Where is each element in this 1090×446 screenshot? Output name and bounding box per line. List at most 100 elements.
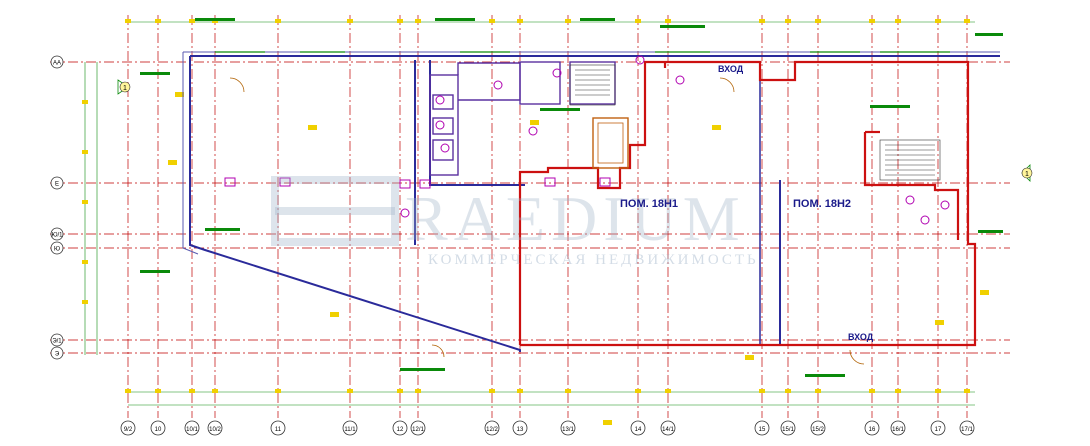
annotation-text-block: [400, 368, 445, 371]
dimension-tick: [935, 19, 941, 23]
dimension-tick: [635, 389, 641, 393]
row-axis-bubble: Ю/1: [50, 227, 64, 241]
column-axis-label: 12: [397, 427, 404, 433]
row-axis-bubble: АА: [50, 55, 64, 69]
service-rooms: [429, 61, 629, 176]
equipment-symbol: [940, 200, 950, 210]
column-axis-bubble: 12/2: [484, 420, 500, 436]
equipment-symbol: [493, 80, 503, 90]
dimension-tick: [189, 19, 195, 23]
row-axis-label: Ю/1: [51, 233, 63, 239]
column-axis-bubble: 11: [270, 420, 286, 436]
room-label-18h2: ПОМ. 18Н2: [793, 198, 851, 210]
dimension-tick: [895, 19, 901, 23]
equipment-symbol: [435, 95, 445, 105]
dimension-tick: [82, 100, 88, 104]
entrance-label-top: ВХОД: [718, 64, 744, 74]
dimension-tick: [869, 19, 875, 23]
column-axis-label: 10/1: [186, 427, 198, 433]
watermark-sub-text: КОММЕРЧЕСКАЯ НЕДВИЖИМОСТЬ: [428, 252, 759, 268]
room-tag: [712, 125, 721, 130]
dimension-tick: [212, 389, 218, 393]
column-axis-bubble: 12/1: [410, 420, 426, 436]
row-axis-bubble: Э/1: [50, 333, 64, 347]
equipment-symbol: [400, 208, 410, 218]
dimension-tick: [785, 19, 791, 23]
column-axis-bubble: 12: [392, 420, 408, 436]
annotation-text-block: [140, 72, 170, 75]
dimension-tick: [275, 19, 281, 23]
equipment-symbol: [635, 55, 645, 65]
dimension-tick: [415, 389, 421, 393]
dimension-tick: [415, 19, 421, 23]
column-symbol: [279, 177, 291, 187]
dimension-tick: [397, 389, 403, 393]
column-symbol: [224, 177, 236, 187]
dimension-tick: [155, 389, 161, 393]
row-axis-label: АА: [53, 61, 61, 67]
column-axis-bubble: 17: [930, 420, 946, 436]
column-axis-label: 10/2: [209, 427, 221, 433]
column-axis-label: 17/1: [961, 427, 973, 433]
column-axis-label: 15/2: [812, 427, 824, 433]
column-axis-bubble: 11/1: [342, 420, 358, 436]
dimension-tick: [759, 19, 765, 23]
section-marker-right-text: 1: [1025, 171, 1029, 178]
room-tag: [745, 355, 754, 360]
dimension-tick: [347, 389, 353, 393]
annotation-text-block: [805, 374, 845, 377]
dimension-tick: [275, 389, 281, 393]
annotation-text-block: [978, 230, 1003, 233]
row-axis-bubble: Ю: [50, 241, 64, 255]
annotation-text-block: [660, 25, 705, 28]
dimension-tick: [935, 389, 941, 393]
column-symbol: [419, 179, 431, 189]
section-marker-left-text: 1: [123, 85, 127, 92]
column-axis-bubble: 17/1: [959, 420, 975, 436]
annotation-text-block: [580, 18, 615, 21]
column-axis-label: 15: [759, 427, 766, 433]
equipment-symbol: [905, 195, 915, 205]
column-axis-label: 14: [635, 427, 642, 433]
dimension-tick: [189, 389, 195, 393]
dimension-tick: [785, 389, 791, 393]
column-axis-bubble: 10/1: [184, 420, 200, 436]
dimension-tick: [489, 19, 495, 23]
column-axis-label: 13: [517, 427, 524, 433]
column-axis-label: 15/1: [782, 427, 794, 433]
column-axis-bubble: 16/1: [890, 420, 906, 436]
stairs: [569, 64, 941, 181]
room-tag: [330, 312, 339, 317]
column-axis-label: 12/2: [486, 427, 498, 433]
dimension-tick: [125, 389, 131, 393]
column-axis-bubble: 14: [630, 420, 646, 436]
row-axis-bubble: Е: [50, 176, 64, 190]
room-tag: [168, 160, 177, 165]
column-axis-bubble: 13/1: [560, 420, 576, 436]
column-symbol: [599, 177, 611, 187]
column-axis-bubble: 15: [754, 420, 770, 436]
dimension-tick: [82, 260, 88, 264]
dimension-tick: [759, 389, 765, 393]
column-symbol: [544, 177, 556, 187]
annotation-text-block: [975, 33, 1003, 36]
dimension-tick: [82, 150, 88, 154]
dimension-tick: [82, 300, 88, 304]
room-tag: [308, 125, 317, 130]
equipment-symbol: [435, 120, 445, 130]
dimension-tick: [565, 19, 571, 23]
dimension-tick: [815, 389, 821, 393]
section-marker-right: 1: [1021, 164, 1033, 182]
dimension-tick: [665, 389, 671, 393]
annotation-text-block: [870, 105, 910, 108]
column-axis-label: 13/1: [562, 427, 574, 433]
column-symbol: [399, 179, 411, 189]
dimension-tick: [517, 389, 523, 393]
equipment-symbol: [440, 143, 450, 153]
row-axis-bubble: Э: [50, 346, 64, 360]
column-axis-bubble: 15/2: [810, 420, 826, 436]
dimension-tick: [489, 389, 495, 393]
column-axis-bubble: 15/1: [780, 420, 796, 436]
